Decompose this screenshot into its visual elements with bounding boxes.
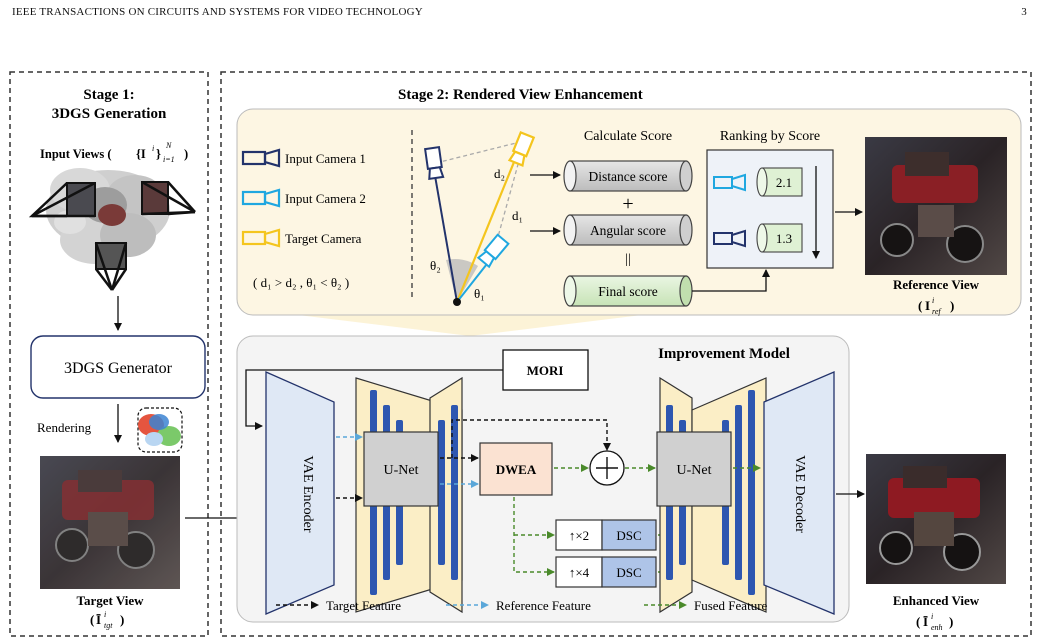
svg-text:i: i — [931, 612, 933, 621]
final-score-block: Final score — [563, 275, 693, 307]
svg-text:(: ( — [916, 614, 920, 629]
enhanced-view-image — [866, 454, 1006, 584]
stage1-frame — [9, 71, 209, 637]
3dgs-generator-box — [30, 335, 206, 399]
svg-text:1.3: 1.3 — [776, 231, 792, 246]
svg-text:Input Camera 1: Input Camera 1 — [285, 151, 366, 166]
svg-text:Angular score: Angular score — [590, 223, 666, 238]
stage2-frame — [220, 71, 1032, 637]
enhanced-view-label: Enhanced View — [893, 593, 980, 608]
svg-text:(: ( — [918, 298, 922, 313]
stage1-title-line1: Stage 1: — [83, 87, 134, 103]
unet-1-block — [355, 376, 463, 614]
camera-frustum-right-icon — [141, 180, 196, 216]
stage1-title-line2: 3DGS Generation — [52, 106, 167, 122]
svg-text:↑×4: ↑×4 — [569, 565, 590, 580]
page-number: 3 — [1021, 6, 1027, 18]
vae-encoder-label: VAE Encoder — [300, 455, 315, 532]
target-view-math: ( Ī i tgt ) — [90, 610, 124, 630]
distance-d1-label: d₁ — [512, 208, 523, 223]
camera-geometry-diagram — [423, 130, 536, 306]
calculate-score-title: Calculate Score — [584, 129, 672, 144]
legend-target-camera: Target Camera — [241, 228, 362, 248]
mori-box — [502, 349, 589, 391]
angle-theta1-label: θ₁ — [474, 286, 485, 301]
svg-text:Distance score: Distance score — [588, 169, 667, 184]
svg-text:DSC: DSC — [616, 528, 641, 543]
svg-text:I: I — [925, 298, 930, 313]
svg-text:i: i — [932, 296, 934, 305]
unet-1-label: U-Net — [384, 463, 419, 478]
svg-text:DSC: DSC — [616, 565, 641, 580]
svg-text:Final score: Final score — [598, 284, 658, 299]
svg-text:Input Views (: Input Views ( — [40, 147, 112, 161]
angle-theta2-label: θ₂ — [430, 258, 441, 273]
svg-text:ref: ref — [932, 307, 942, 316]
svg-text:): ) — [949, 614, 953, 629]
svg-text:Fused Feature: Fused Feature — [694, 598, 768, 613]
target-view-label: Target View — [76, 593, 144, 608]
svg-text:Target Camera: Target Camera — [285, 231, 362, 246]
score-plus-sign: + — [622, 193, 633, 215]
ranking-title: Ranking by Score — [720, 129, 820, 144]
legend-fused-feature: Fused Feature — [644, 598, 768, 613]
input-views-caption: Input Views ( {I i } i=1 N ) — [40, 141, 188, 164]
score-equals-sign: || — [625, 252, 631, 267]
svg-text:Reference Feature: Reference Feature — [496, 598, 591, 613]
svg-text:}: } — [156, 147, 161, 161]
mori-label: MORI — [527, 363, 564, 378]
journal-header: IEEE TRANSACTIONS ON CIRCUITS AND SYSTEM… — [12, 6, 423, 18]
improvement-model-title: Improvement Model — [658, 346, 790, 362]
3dgs-generator-label: 3DGS Generator — [64, 360, 173, 377]
stage2-title: Stage 2: Rendered View Enhancement — [398, 87, 643, 103]
render-gaussians-icon — [137, 407, 183, 453]
svg-text:): ) — [120, 612, 124, 627]
legend-reference-feature: Reference Feature — [446, 598, 591, 613]
dsc-x4-block: ↑×4 DSC — [555, 556, 657, 588]
svg-text:tgt: tgt — [104, 621, 113, 630]
vae-decoder-label: VAE Decoder — [792, 455, 807, 533]
unet-2-label: U-Net — [677, 463, 712, 478]
rendering-label: Rendering — [37, 420, 92, 435]
svg-text:Input Camera 2: Input Camera 2 — [285, 191, 366, 206]
legend-input-camera-2: Input Camera 2 — [241, 188, 366, 208]
reference-view-label: Reference View — [893, 277, 980, 292]
legend-input-camera-1: Input Camera 1 — [241, 148, 366, 168]
svg-text:{I: {I — [136, 147, 146, 161]
vae-encoder-block — [265, 371, 335, 615]
svg-text:(: ( — [90, 612, 94, 627]
angular-score-block: Angular score — [563, 214, 693, 246]
legend-condition: ( d₁ > d₂ , θ₁ < θ₂ ) — [253, 275, 349, 290]
reference-view-image — [865, 137, 1007, 275]
unet-2-block — [656, 376, 767, 614]
svg-text:Ī: Ī — [96, 612, 101, 627]
camera-frustum-bottom-icon — [94, 242, 128, 291]
ranking-item-2: 1.3 — [713, 223, 803, 253]
svg-text:N: N — [165, 141, 172, 150]
reference-view-math: ( I i ref ) — [918, 296, 954, 316]
svg-text:i=1: i=1 — [163, 155, 175, 164]
svg-text:↑×2: ↑×2 — [569, 528, 589, 543]
dwea-box — [479, 442, 553, 496]
dsc-x2-block: ↑×2 DSC — [555, 519, 657, 551]
selection-funnel — [290, 314, 650, 336]
svg-text:Target Feature: Target Feature — [326, 598, 401, 613]
vae-decoder-block — [763, 371, 835, 615]
distance-d2-label: d₂ — [494, 166, 505, 181]
distance-score-block: Distance score — [563, 160, 693, 192]
ranking-item-1: 2.1 — [713, 167, 803, 197]
svg-text:2.1: 2.1 — [776, 175, 792, 190]
svg-text:i: i — [104, 610, 106, 619]
camera-frustum-left-icon — [28, 181, 96, 218]
enhanced-view-math: ( Ī i enh ) — [916, 612, 953, 632]
svg-text:i: i — [152, 144, 154, 153]
svg-text:): ) — [184, 147, 188, 161]
svg-text:): ) — [950, 298, 954, 313]
target-view-image — [40, 456, 180, 589]
dwea-label: DWEA — [496, 462, 537, 477]
legend-target-feature: Target Feature — [276, 598, 401, 613]
svg-text:Ī: Ī — [923, 614, 928, 629]
svg-text:enh: enh — [931, 623, 943, 632]
